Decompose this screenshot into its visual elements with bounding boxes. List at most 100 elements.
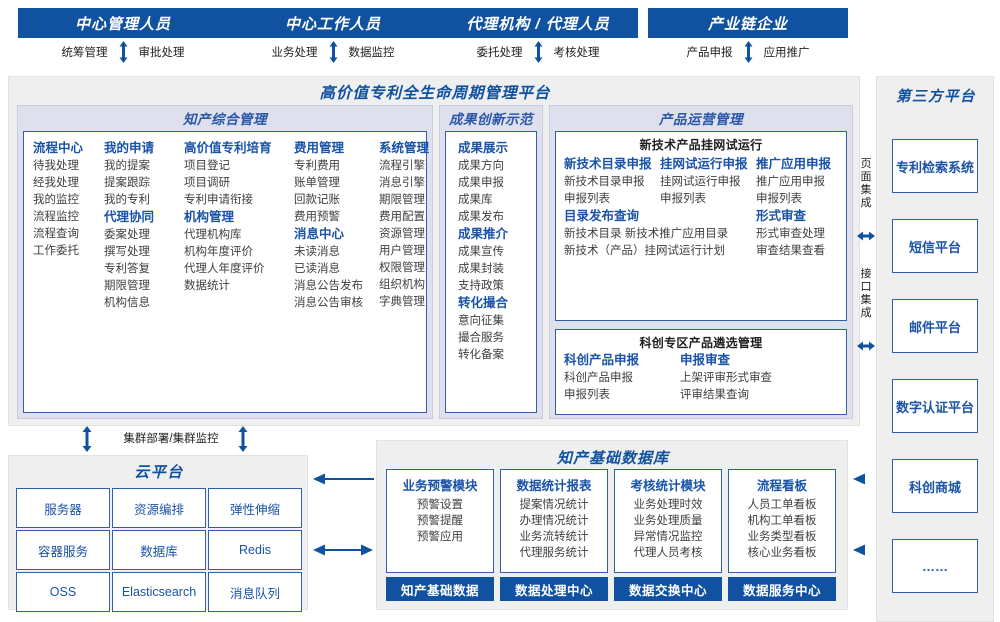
menu-item[interactable]: 申报列表 — [756, 193, 802, 205]
menu-item[interactable]: 申报列表 — [564, 193, 610, 205]
third-party-item[interactable]: 数字认证平台 — [892, 379, 978, 433]
menu-item[interactable]: 工作委托 — [33, 245, 79, 257]
cloud-service-cell[interactable]: 容器服务 — [16, 530, 110, 570]
cloud-service-cell[interactable]: OSS — [16, 572, 110, 612]
menu-item[interactable]: 经我处理 — [33, 177, 79, 189]
database-module-item[interactable]: 异常情况监控 — [633, 531, 703, 543]
menu-item[interactable]: 项目登记 — [184, 160, 230, 172]
menu-item[interactable]: 字典管理 — [379, 296, 425, 308]
database-module-item[interactable]: 预警提醒 — [417, 515, 463, 527]
menu-item[interactable]: 账单管理 — [294, 177, 340, 189]
menu-item[interactable]: 提案跟踪 — [104, 177, 150, 189]
menu-item[interactable]: 消息公告审核 — [294, 297, 363, 309]
menu-item[interactable]: 成果方向 — [458, 160, 504, 172]
third-party-item[interactable]: 专利检索系统 — [892, 139, 978, 193]
menu-item[interactable]: 成果库 — [458, 194, 493, 206]
menu-item[interactable]: 我的监控 — [33, 194, 79, 206]
menu-item[interactable]: 用户管理 — [379, 245, 425, 257]
database-module-item[interactable]: 业务处理质量 — [633, 515, 703, 527]
menu-item[interactable]: 权限管理 — [379, 262, 425, 274]
menu-item[interactable]: 撰写处理 — [104, 246, 150, 258]
actor-title-bar: 代理机构 / 代理人员 — [438, 8, 638, 38]
menu-item[interactable]: 代理人年度评价 — [184, 263, 265, 275]
cluster-deploy-label: 集群部署/集群监控 — [123, 433, 219, 445]
menu-item[interactable]: 流程引擎 — [379, 160, 425, 172]
menu-item[interactable]: 上架评审形式审查 — [680, 372, 772, 384]
database-module-item[interactable]: 预警设置 — [417, 499, 463, 511]
menu-item[interactable]: 成果封装 — [458, 263, 504, 275]
menu-item[interactable]: 代理机构库 — [184, 229, 242, 241]
cloud-service-cell[interactable]: 弹性伸缩 — [208, 488, 302, 528]
menu-item[interactable]: 成果申报 — [458, 177, 504, 189]
cloud-service-cell[interactable]: 数据库 — [112, 530, 206, 570]
cloud-to-db-arrow-double — [312, 543, 374, 557]
menu-item[interactable]: 已读消息 — [294, 263, 340, 275]
menu-item[interactable]: 期限管理 — [104, 280, 150, 292]
menu-item[interactable]: 未读消息 — [294, 246, 340, 258]
menu-item[interactable]: 机构信息 — [104, 297, 150, 309]
database-module-item[interactable]: 预警应用 — [417, 531, 463, 543]
cloud-service-cell[interactable]: 消息队列 — [208, 572, 302, 612]
menu-item[interactable]: 专利答复 — [104, 263, 150, 275]
menu-item[interactable]: 新技术目录 新技术推广应用目录 — [564, 228, 729, 240]
menu-item[interactable]: 新技术（产品）挂网试运行计划 — [564, 245, 725, 257]
menu-item[interactable]: 我的专利 — [104, 194, 150, 206]
menu-item[interactable]: 流程监控 — [33, 211, 79, 223]
database-module-item[interactable]: 业务处理时效 — [633, 499, 703, 511]
menu-item[interactable]: 费用配置 — [379, 211, 425, 223]
menu-item[interactable]: 委案处理 — [104, 229, 150, 241]
database-center-label[interactable]: 数据处理中心 — [500, 577, 608, 601]
menu-item[interactable]: 我的提案 — [104, 160, 150, 172]
third-party-item[interactable]: 短信平台 — [892, 219, 978, 273]
menu-item[interactable]: 成果宣传 — [458, 246, 504, 258]
menu-item[interactable]: 费用预警 — [294, 211, 340, 223]
menu-item[interactable]: 支持政策 — [458, 280, 504, 292]
menu-item[interactable]: 消息引擎 — [379, 177, 425, 189]
database-module-item[interactable]: 机构工单看板 — [747, 515, 817, 527]
menu-item[interactable]: 组织机构 — [379, 279, 425, 291]
menu-item[interactable]: 科创产品申报 — [564, 372, 633, 384]
cloud-service-cell[interactable]: 服务器 — [16, 488, 110, 528]
menu-item[interactable]: 转化备案 — [458, 349, 504, 361]
database-center-label[interactable]: 数据服务中心 — [728, 577, 836, 601]
menu-item[interactable]: 期限管理 — [379, 194, 425, 206]
third-party-item[interactable]: …… — [892, 539, 978, 593]
menu-item[interactable]: 评审结果查询 — [680, 389, 749, 401]
database-module-item[interactable]: 提案情况统计 — [519, 499, 589, 511]
menu-item[interactable]: 新技术目录申报 — [564, 176, 645, 188]
menu-item[interactable]: 消息公告发布 — [294, 280, 363, 292]
menu-item[interactable]: 资源管理 — [379, 228, 425, 240]
database-module-item[interactable]: 办理情况统计 — [519, 515, 589, 527]
database-center-label[interactable]: 知产基础数据 — [386, 577, 494, 601]
menu-item[interactable]: 机构年度评价 — [184, 246, 253, 258]
menu-item[interactable]: 意向征集 — [458, 315, 504, 327]
database-module-item[interactable]: 业务流转统计 — [519, 531, 589, 543]
database-center-label[interactable]: 数据交换中心 — [614, 577, 722, 601]
menu-item[interactable]: 撮合服务 — [458, 332, 504, 344]
column-heading: 科创产品申报 — [564, 353, 640, 367]
menu-item[interactable]: 专利申请衔接 — [184, 194, 253, 206]
database-module-item[interactable]: 代理人员考核 — [633, 547, 703, 559]
menu-item[interactable]: 回款记账 — [294, 194, 340, 206]
menu-item[interactable]: 流程查询 — [33, 228, 79, 240]
cloud-service-cell[interactable]: Redis — [208, 530, 302, 570]
menu-item[interactable]: 推广应用申报 — [756, 176, 825, 188]
database-module-item[interactable]: 核心业务看板 — [747, 547, 817, 559]
menu-item[interactable]: 形式审查处理 — [756, 228, 825, 240]
cloud-service-cell[interactable]: 资源编排 — [112, 488, 206, 528]
menu-item[interactable]: 待我处理 — [33, 160, 79, 172]
menu-item[interactable]: 申报列表 — [564, 389, 610, 401]
database-module-item[interactable]: 人员工单看板 — [747, 499, 817, 511]
database-module-item[interactable]: 代理服务统计 — [519, 547, 589, 559]
menu-item[interactable]: 成果发布 — [458, 211, 504, 223]
menu-item[interactable]: 挂网试运行申报 — [660, 176, 741, 188]
menu-item[interactable]: 审查结果查看 — [756, 245, 825, 257]
menu-item[interactable]: 数据统计 — [184, 280, 230, 292]
menu-item[interactable]: 项目调研 — [184, 177, 230, 189]
menu-item[interactable]: 专利费用 — [294, 160, 340, 172]
third-party-item[interactable]: 科创商城 — [892, 459, 978, 513]
database-module-item[interactable]: 业务类型看板 — [747, 531, 817, 543]
menu-item[interactable]: 申报列表 — [660, 193, 706, 205]
cloud-service-cell[interactable]: Elasticsearch — [112, 572, 206, 612]
third-party-item[interactable]: 邮件平台 — [892, 299, 978, 353]
